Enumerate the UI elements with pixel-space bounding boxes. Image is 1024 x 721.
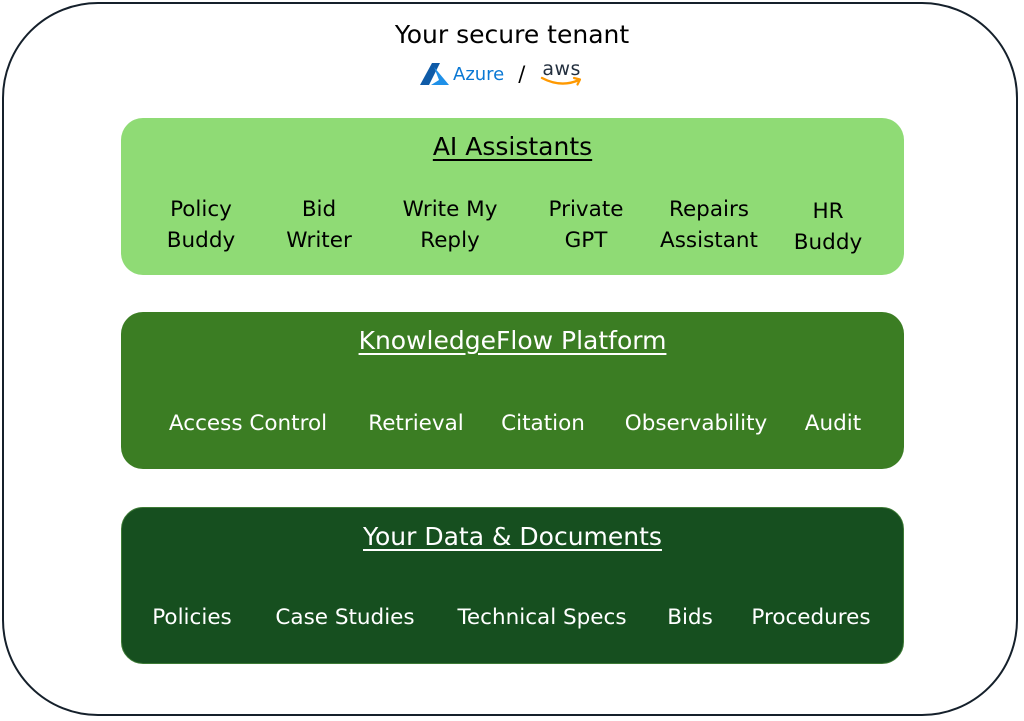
assistant-hr-buddy: HR Buddy xyxy=(793,199,863,255)
cloud-providers: Azure / aws xyxy=(420,56,587,92)
tenant-title: Your secure tenant xyxy=(394,20,630,49)
ai-assistants-layer: AI Assistants Policy Buddy Bid Writer Wr… xyxy=(121,118,904,275)
azure-logo: Azure xyxy=(420,63,504,85)
data-policies: Policies xyxy=(152,605,232,630)
ai-assistants-title: AI Assistants xyxy=(432,132,593,161)
assistant-write-my-reply: Write My Reply xyxy=(402,197,498,253)
assistant-policy-buddy: Policy Buddy xyxy=(166,197,236,253)
aws-logo: aws xyxy=(539,57,587,91)
assistant-bid-writer: Bid Writer xyxy=(286,197,352,253)
assistant-repairs-assistant: Repairs Assistant xyxy=(660,197,758,253)
data-case-studies: Case Studies xyxy=(275,605,415,630)
aws-label: aws xyxy=(542,58,581,80)
data-technical-specs: Technical Specs xyxy=(457,605,627,630)
assistant-private-gpt: Private GPT xyxy=(548,197,624,253)
platform-audit: Audit xyxy=(804,411,862,436)
aws-logo-icon xyxy=(541,76,582,86)
platform-access-control: Access Control xyxy=(168,411,328,436)
knowledgeflow-platform-layer: KnowledgeFlow Platform Access Control Re… xyxy=(121,312,904,469)
knowledgeflow-platform-title: KnowledgeFlow Platform xyxy=(358,326,667,355)
data-documents-title: Your Data & Documents xyxy=(363,522,662,551)
platform-observability: Observability xyxy=(624,411,768,436)
azure-label: Azure xyxy=(453,63,505,85)
data-procedures: Procedures xyxy=(751,605,871,630)
platform-retrieval: Retrieval xyxy=(368,411,464,436)
platform-citation: Citation xyxy=(501,411,585,436)
data-bids: Bids xyxy=(667,605,713,630)
data-documents-layer: Your Data & Documents Policies Case Stud… xyxy=(121,507,904,664)
provider-separator: / xyxy=(518,62,526,86)
azure-logo-icon xyxy=(420,63,449,85)
